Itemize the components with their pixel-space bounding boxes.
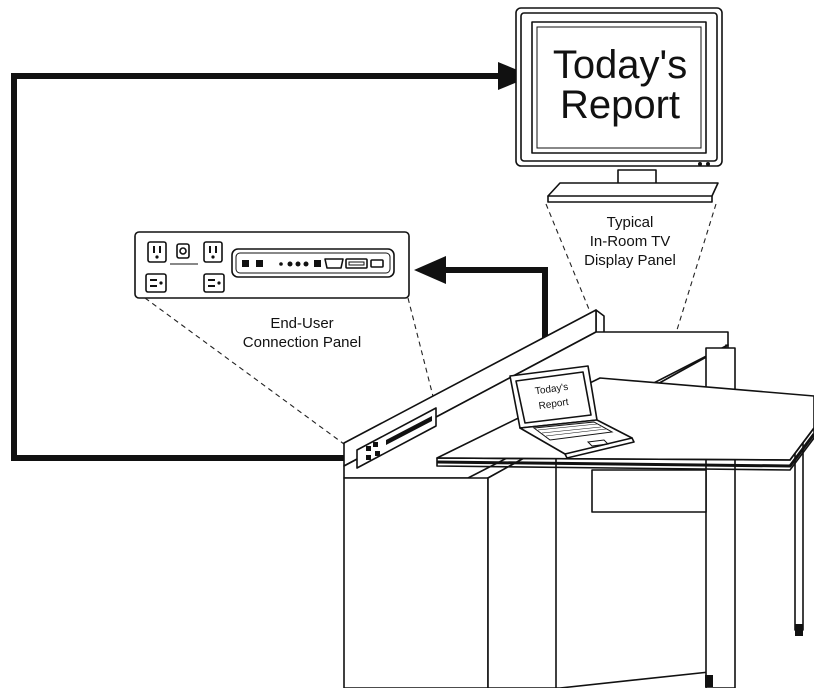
tv-caption-line3: Display Panel (584, 252, 676, 269)
panel-projection-line-right (407, 297, 437, 409)
key-switch-icon (170, 243, 198, 265)
tv-screen-line2: Report (560, 83, 680, 127)
cable-to-tv-arrow (11, 62, 532, 461)
cable-to-tv-arrowhead (498, 62, 532, 90)
tv-power-button-icon (706, 162, 710, 166)
power-outlet-top-left-icon (147, 241, 167, 263)
power-outlet-bottom-right-icon (203, 273, 225, 293)
tv-projection-line-right (671, 203, 717, 347)
vga-connector-icon (324, 258, 344, 269)
panel-faceplate (134, 231, 410, 299)
podium-front-panel (343, 477, 489, 688)
tv-screen-line1: Today's (553, 43, 687, 87)
laptop-screen-line2: Report (538, 397, 569, 412)
tv-caption: Typical In-Room TV Display Panel (584, 214, 676, 269)
tv-monitor: Today's Report (515, 7, 723, 203)
av-jack-strip (231, 248, 395, 278)
network-jack-icons (242, 260, 263, 267)
panel-caption-line2: Connection Panel (243, 334, 361, 351)
tv-stand-base (547, 182, 719, 197)
panel-caption-line1: End-User (270, 315, 333, 332)
power-outlet-bottom-left-icon (145, 273, 167, 293)
tv-power-light-icon (698, 162, 702, 166)
laptop: Today's Report (509, 365, 635, 459)
laptop-screen-line1: Today's (534, 382, 569, 398)
tv-caption-line1: Typical (607, 214, 654, 231)
cable-laptop-arrowhead (414, 256, 446, 284)
hdmi-connector-icon (345, 258, 368, 269)
power-outlet-top-right-icon (203, 241, 223, 263)
usb-jack-icon (314, 260, 321, 267)
podium (343, 309, 804, 688)
tv-screen (531, 21, 707, 154)
panel-caption: End-User Connection Panel (243, 315, 361, 351)
tv-caption-line2: In-Room TV (590, 233, 671, 250)
audio-jack-icons (279, 261, 309, 267)
podium-connection-panel (356, 407, 437, 469)
laptop-screen (515, 371, 592, 424)
laptop-trackpad (586, 439, 610, 447)
small-port-icon (370, 259, 384, 268)
connection-panel-closeup (134, 231, 410, 299)
